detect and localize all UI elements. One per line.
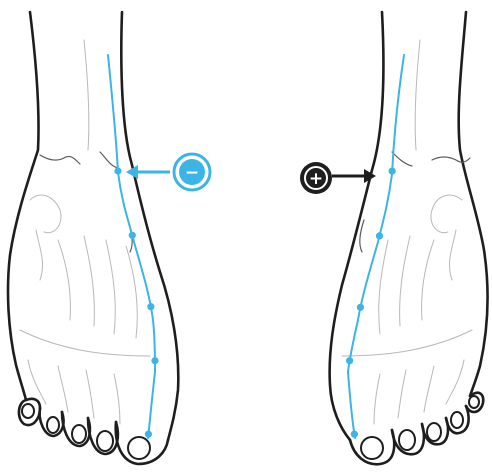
right-meridian-point (357, 304, 364, 311)
right-meridian-point (351, 431, 358, 438)
left-meridian-point (145, 431, 152, 438)
right-foot-meridian-line (348, 55, 404, 438)
left-foot-negative-marker: − (126, 154, 210, 190)
left-meridian-point (147, 303, 154, 310)
right-foot-outline-inner (330, 12, 384, 440)
right-foot-meridian-points (346, 167, 396, 437)
left-foot-marker-sign: − (185, 163, 199, 183)
right-foot: + (300, 12, 487, 464)
right-foot-marker-sign: + (309, 169, 323, 189)
right-meridian-point (346, 357, 353, 364)
left-foot: − (8, 12, 210, 464)
left-meridian-point (151, 357, 158, 364)
left-foot-toes (19, 399, 168, 464)
left-meridian-point (129, 232, 136, 239)
right-meridian-point (389, 167, 396, 174)
right-foot-positive-marker: + (300, 162, 376, 194)
right-meridian-point (376, 232, 383, 239)
right-foot-outline-outer (459, 12, 488, 396)
left-meridian-point (114, 167, 121, 174)
right-foot-sketch-details (342, 40, 472, 424)
left-foot-outline-inner (8, 12, 39, 400)
right-foot-toes (350, 393, 483, 465)
